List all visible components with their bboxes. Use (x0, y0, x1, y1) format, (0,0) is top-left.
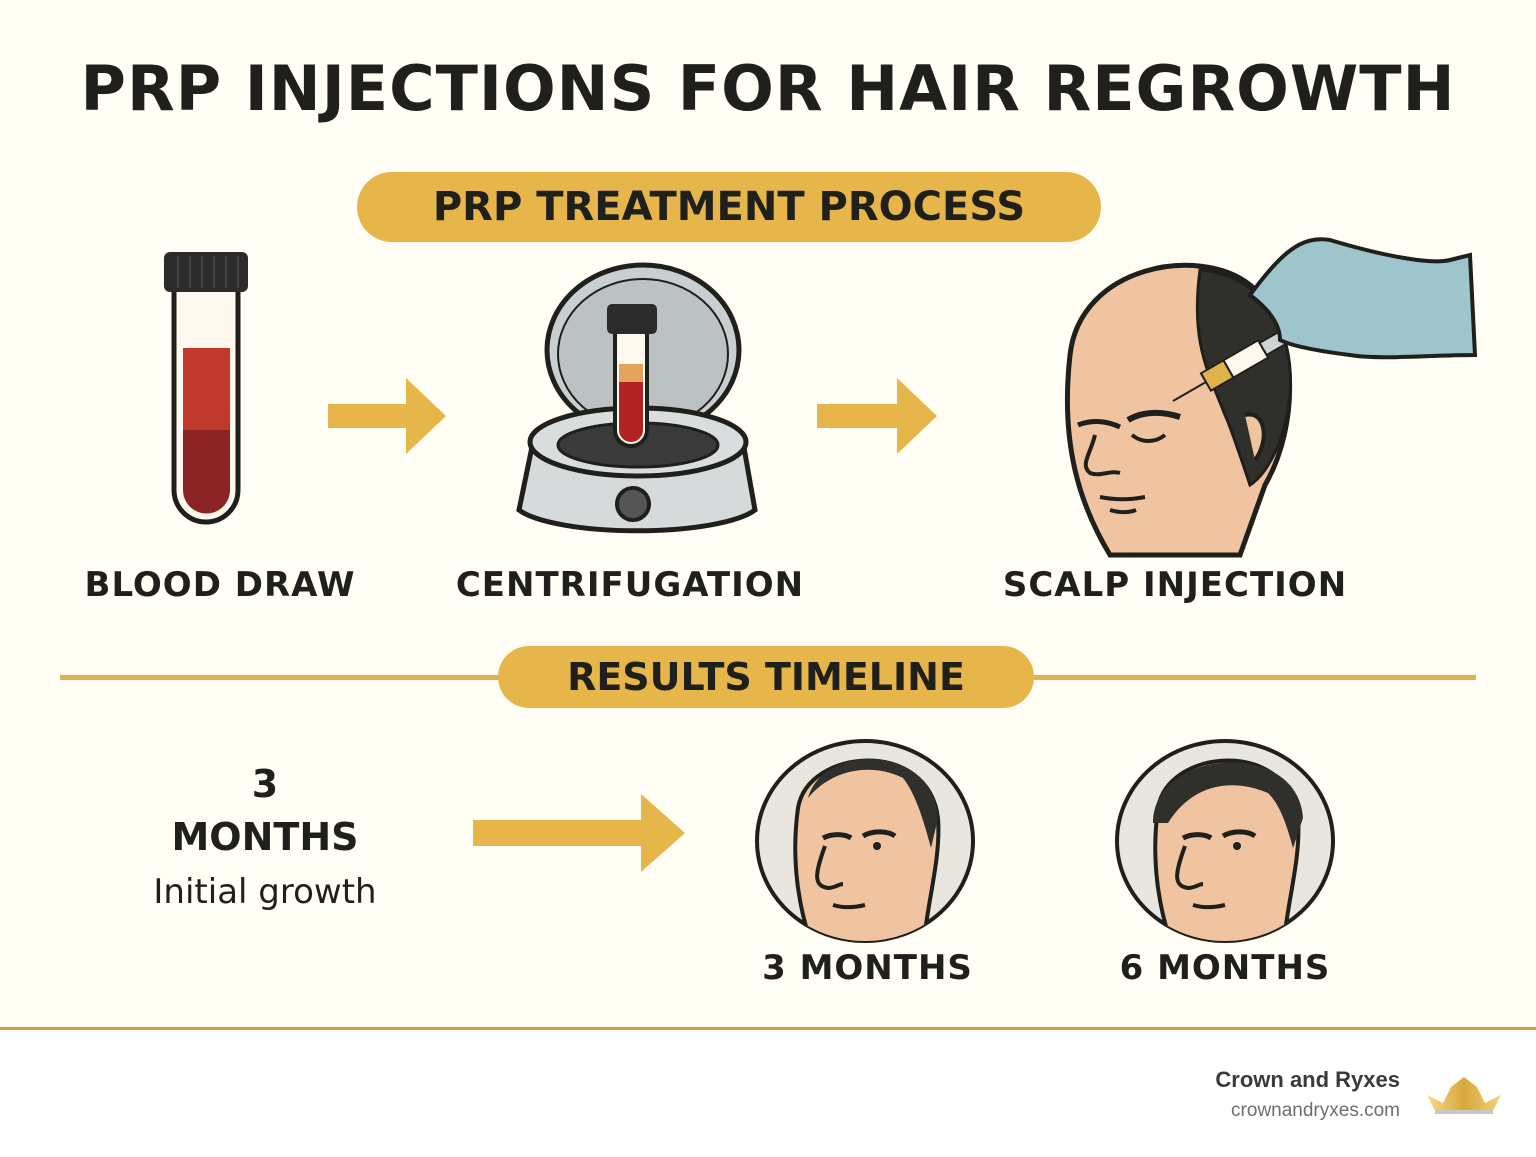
head-3-months-icon (755, 739, 975, 943)
step-label-centrifugation: CENTRIFUGATION (455, 565, 805, 605)
timeline-intro-description: Initial growth (153, 872, 377, 912)
divider-line (60, 675, 500, 680)
timeline-intro-unit: MONTHS (171, 815, 359, 859)
step-label-blood-draw: BLOOD DRAW (84, 565, 356, 605)
arrow-right-icon (473, 794, 685, 872)
step-label-scalp-injection: SCALP INJECTION (1002, 565, 1348, 605)
crown-icon (1427, 1077, 1501, 1114)
stage-label-3-months: 3 MONTHS (762, 948, 973, 988)
blood-tube-icon (164, 252, 248, 525)
arrow-right-icon (817, 378, 937, 454)
results-heading: RESULTS TIMELINE (498, 646, 1034, 708)
arrow-right-icon (328, 378, 446, 454)
centrifuge-icon (516, 262, 758, 534)
timeline-intro-number: 3 (251, 762, 279, 806)
footer: Crown and Ryxes crownandryxes.com (0, 1027, 1536, 1157)
scalp-injection-icon (1064, 237, 1478, 558)
page-title: PRP INJECTIONS FOR HAIR REGROWTH (80, 52, 1456, 125)
head-6-months-icon (1115, 739, 1335, 943)
brand-name: Crown and Ryxes (1215, 1067, 1400, 1092)
process-heading: PRP TREATMENT PROCESS (357, 172, 1101, 242)
divider-line (1032, 675, 1476, 680)
stage-label-6-months: 6 MONTHS (1119, 948, 1331, 988)
brand-url[interactable]: crownandryxes.com (1231, 1100, 1400, 1121)
